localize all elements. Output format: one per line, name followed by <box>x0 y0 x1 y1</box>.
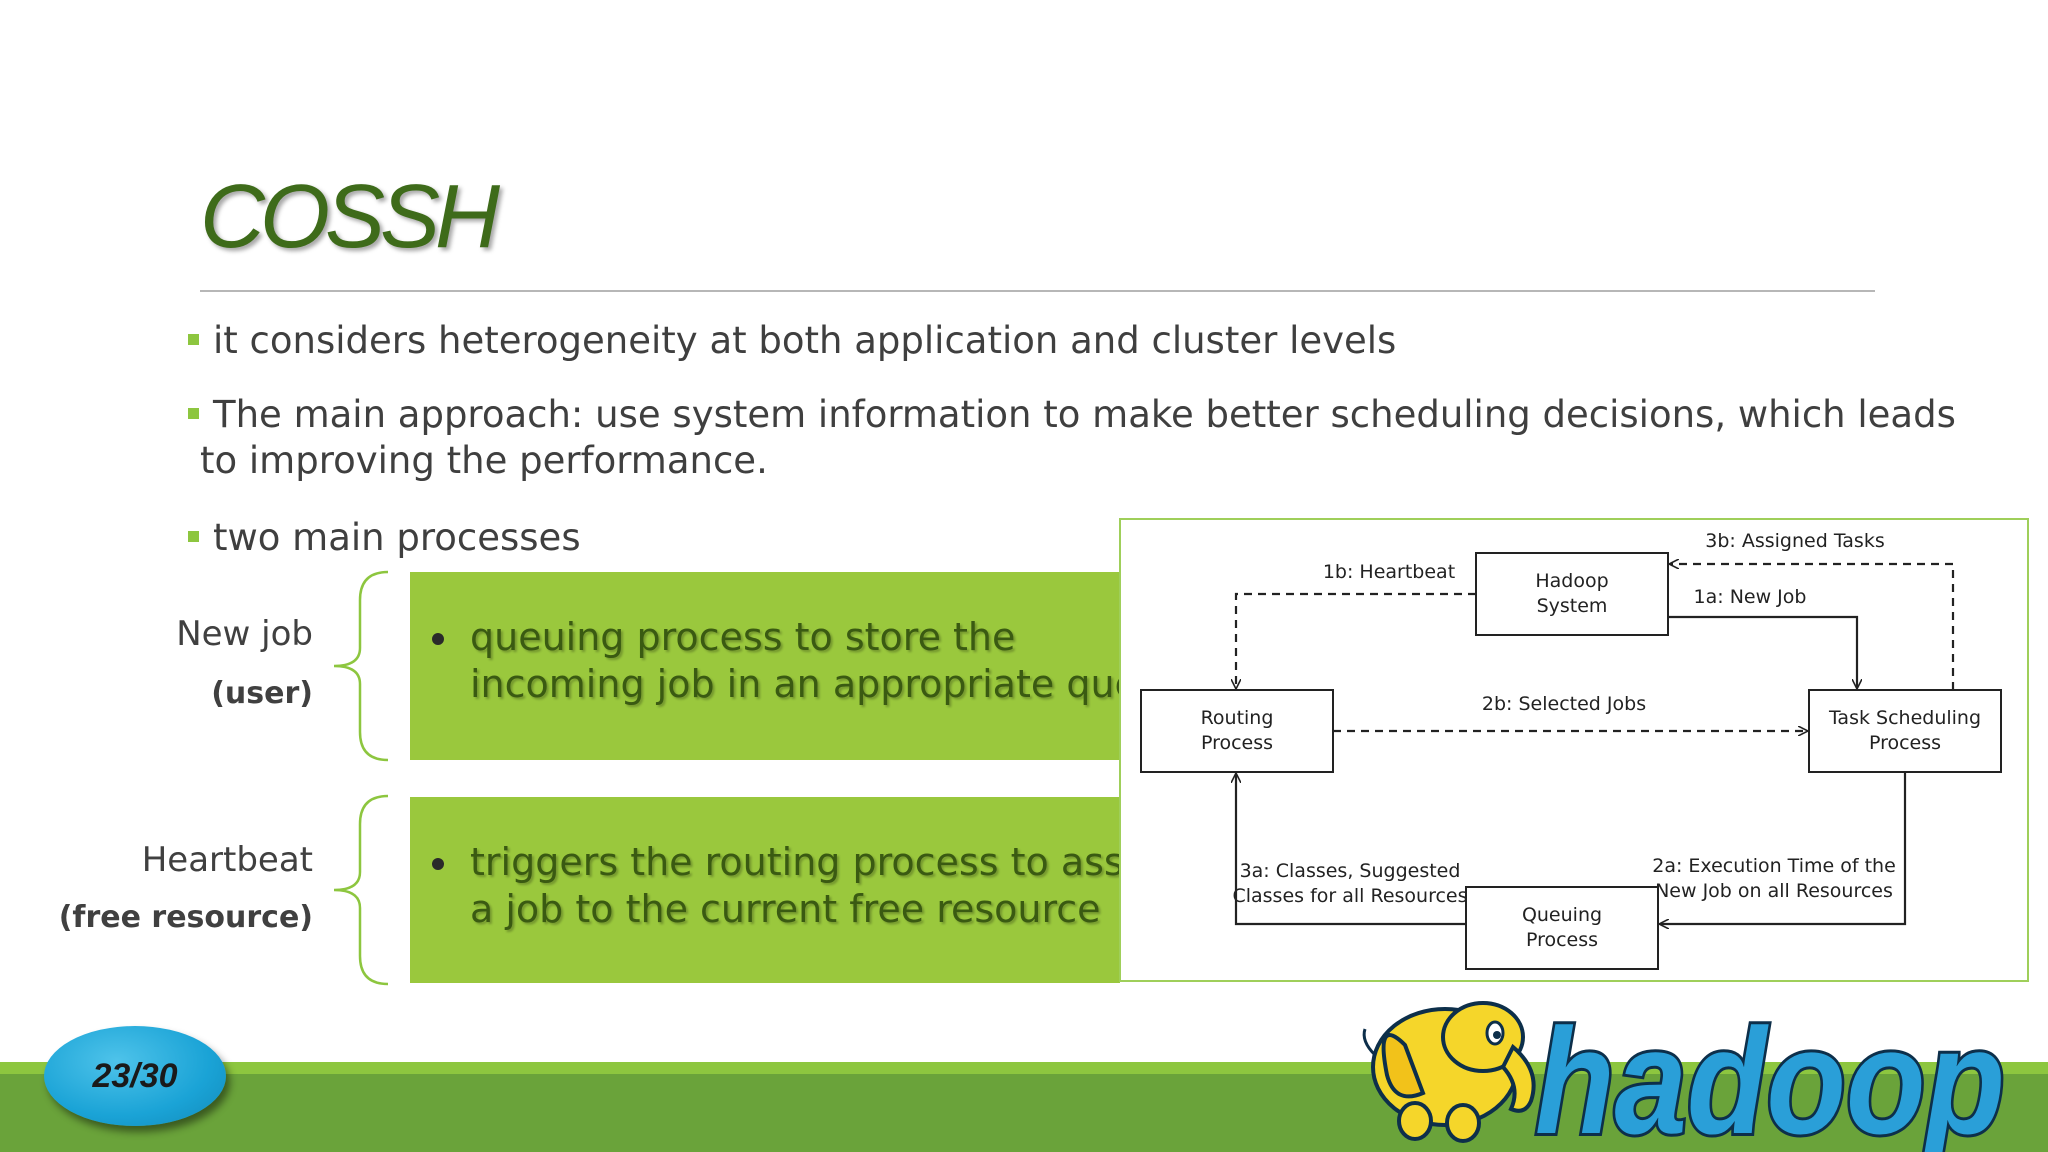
edge-selected-jobs-label: 2b: Selected Jobs <box>1482 693 1646 715</box>
bullet-two-processes: two main processes <box>188 515 581 561</box>
cossh-architecture-diagram: Hadoop System Routing Process Task Sched… <box>1119 518 2029 982</box>
edge-execution-time-label-1: 2a: Execution Time of the <box>1652 855 1896 877</box>
slide-title: COSSH <box>200 167 500 267</box>
curly-brace <box>333 570 389 762</box>
edge-assigned-tasks-label: 3b: Assigned Tasks <box>1705 530 1884 552</box>
queuing-node-label-2: Process <box>1526 929 1598 951</box>
routing-process-item: triggers the routing process to assign a… <box>428 839 1120 933</box>
footer-band <box>0 1074 2048 1152</box>
title-divider <box>200 290 1875 292</box>
edge-execution-time-label-2: New Job on all Resources <box>1655 880 1893 902</box>
hadoop-elephant-icon <box>1362 1001 1536 1143</box>
new-job-sublabel: (user) <box>211 676 313 711</box>
edge-new-job-label: 1a: New Job <box>1694 586 1807 608</box>
page-number: 23/30 <box>92 1056 178 1095</box>
queuing-process-item: queuing process to store the incoming jo… <box>428 614 1120 708</box>
new-job-label: New job <box>176 614 313 654</box>
bullet-text: it considers heterogeneity at both appli… <box>213 319 1397 362</box>
routing-process-box: triggers the routing process to assign a… <box>410 797 1120 983</box>
bullet-marker <box>188 334 199 345</box>
bullet-marker <box>188 408 199 419</box>
bullet-marker <box>188 531 199 542</box>
hadoop-node-label-2: System <box>1537 595 1608 617</box>
edge-execution-time <box>1660 772 1907 924</box>
bullet-main-approach: The main approach: use system informatio… <box>188 392 1956 484</box>
footer-band-light <box>0 1062 2048 1074</box>
edge-classes-label-2: Classes for all Resources <box>1232 885 1467 907</box>
edge-classes <box>1236 774 1466 926</box>
edge-assigned-tasks <box>1670 564 1955 690</box>
queuing-process-box: queuing process to store the incoming jo… <box>410 572 1120 760</box>
task-node-label-1: Task Scheduling <box>1828 707 1981 729</box>
bullet-dot <box>432 858 444 870</box>
heartbeat-label: Heartbeat <box>141 840 313 880</box>
page-number-badge: 23/30 <box>44 1026 226 1126</box>
queuing-process-line2: incoming job in an appropriate queue <box>470 662 1120 706</box>
edge-classes-label-1: 3a: Classes, Suggested <box>1240 860 1461 882</box>
bullet-dot <box>432 633 444 645</box>
edge-heartbeat-label: 1b: Heartbeat <box>1323 561 1455 583</box>
routing-process-line2: a job to the current free resource <box>470 887 1101 931</box>
routing-node-label-2: Process <box>1201 732 1273 754</box>
bullet-text: two main processes <box>213 516 581 559</box>
routing-node-label-1: Routing <box>1201 707 1274 729</box>
curly-brace <box>333 794 389 986</box>
hadoop-logo: hadoop <box>1362 994 2008 1152</box>
bullet-text-continued: to improving the performance. <box>200 439 768 482</box>
routing-process-node <box>1140 689 1334 773</box>
heartbeat-sublabel: (free resource) <box>58 900 313 935</box>
routing-process-line1: triggers the routing process to assign <box>470 840 1120 884</box>
queuing-process-line1: queuing process to store the <box>470 615 1016 659</box>
task-node-label-2: Process <box>1869 732 1941 754</box>
hadoop-node-label-1: Hadoop <box>1535 570 1608 592</box>
edge-heartbeat <box>1236 592 1476 688</box>
hadoop-system-node <box>1475 552 1669 636</box>
queuing-node-label-1: Queuing <box>1522 904 1602 926</box>
bullet-heterogeneity: it considers heterogeneity at both appli… <box>188 318 1396 364</box>
diagram-canvas: Hadoop System Routing Process Task Sched… <box>1140 530 2002 970</box>
queuing-process-node <box>1465 886 1659 970</box>
hadoop-wordmark: hadoop <box>1535 997 2005 1152</box>
edge-new-job <box>1668 615 1857 688</box>
bullet-text: The main approach: use system informatio… <box>213 393 1956 436</box>
task-scheduling-node <box>1808 689 2002 773</box>
